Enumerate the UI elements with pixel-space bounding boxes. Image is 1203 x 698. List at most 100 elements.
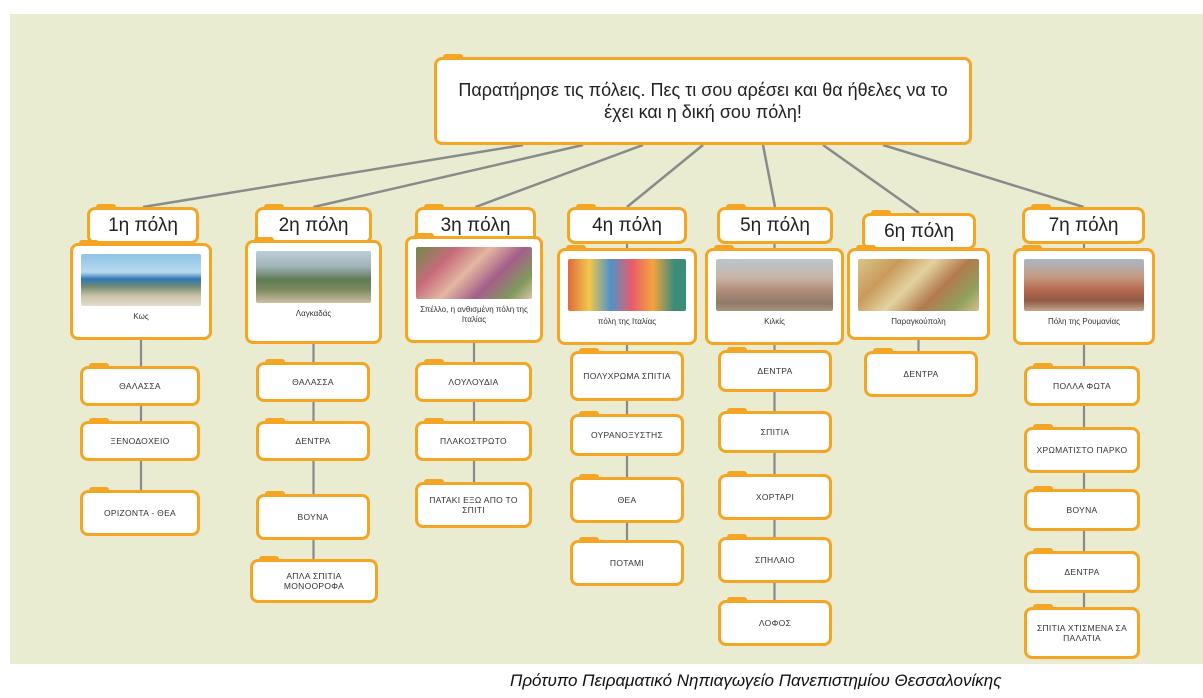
root-text: Παρατήρησε τις πόλεις. Πες τι σου αρέσει…	[458, 80, 948, 122]
city-photo	[256, 251, 371, 303]
node-tag	[259, 556, 279, 562]
feature-node[interactable]: ΣΠΙΤΙΑ	[718, 408, 832, 453]
feature-label: ΔΕΝΤΡΑ	[757, 366, 793, 376]
node-tag	[264, 204, 284, 210]
city-header-7[interactable]: 7η πόλη	[1022, 204, 1145, 244]
feature-label: ΣΠΙΤΙΑ ΧΤΙΣΜΕΝΑ ΣΑ ΠΑΛΑΤΙΑ	[1036, 623, 1128, 643]
feature-label: ΒΟΥΝΑ	[297, 512, 329, 522]
feature-label: ΔΕΝΤΡΑ	[295, 436, 331, 446]
footer-credit: Πρότυπο Πειραματικό Νηπιαγωγείο Πανεπιστ…	[510, 671, 1002, 690]
city-title: 3η πόλη	[440, 214, 511, 236]
node-tag	[871, 210, 891, 216]
node-tag	[1033, 604, 1053, 610]
city-photo	[716, 259, 833, 311]
feature-label: ΘΕΑ	[617, 495, 637, 505]
city-photo	[416, 247, 532, 299]
feature-label: ΧΟΡΤΑΡΙ	[755, 492, 795, 502]
node-tag	[89, 418, 109, 424]
node-tag	[96, 204, 116, 210]
city-card-7[interactable]: Πόλη της Ρουμανίας	[1013, 245, 1155, 345]
city-caption: Λαγκαδάς	[295, 309, 332, 318]
feature-node[interactable]: ΛΟΦΟΣ	[718, 597, 832, 646]
city-card-3[interactable]: Σπέλλο, η ανθισμένη πόλη της Ιταλίας	[405, 233, 543, 343]
feature-label: ΛΟΥΛΟΥΔΙΑ	[448, 377, 499, 387]
feature-label: ΞΕΝΟΔΟΧΕΙΟ	[110, 436, 170, 446]
city-header-5[interactable]: 5η πόλη	[717, 204, 833, 244]
root-node[interactable]: Παρατήρησε τις πόλεις. Πες τι σου αρέσει…	[434, 54, 972, 145]
city-header-2[interactable]: 2η πόλη	[255, 204, 372, 244]
city-header-4[interactable]: 4η πόλη	[567, 204, 687, 244]
feature-label: ΑΠΛΑ ΣΠΙΤΙΑ ΜΟΝΟΟΡΟΦΑ	[283, 571, 345, 591]
city-title: 4η πόλη	[592, 214, 662, 236]
node-tag	[727, 471, 747, 477]
city-title: 5η πόλη	[740, 214, 810, 236]
feature-node[interactable]: ΔΕΝΤΡΑ	[1024, 548, 1140, 593]
node-tag	[424, 359, 444, 365]
node-tag	[424, 479, 444, 485]
city-photo	[81, 254, 201, 306]
feature-node[interactable]: ΒΟΥΝΑ	[1024, 486, 1140, 531]
city-card-4[interactable]: πόλη της Ιταλίας	[557, 245, 697, 345]
node-tag	[254, 237, 274, 243]
node-tag	[579, 348, 599, 354]
node-tag	[424, 418, 444, 424]
feature-label: ΟΥΡΑΝΟΞΥΣΤΗΣ	[590, 430, 664, 440]
city-card-1[interactable]: Κως	[70, 240, 212, 340]
feature-node[interactable]: ΠΟΛΥΧΡΩΜΑ ΣΠΙΤΙΑ	[570, 348, 684, 401]
feature-label: ΠΟΛΥΧΡΩΜΑ ΣΠΙΤΙΑ	[583, 371, 671, 381]
city-header-6[interactable]: 6η πόλη	[862, 210, 976, 250]
feature-node[interactable]: ΑΠΛΑ ΣΠΙΤΙΑ ΜΟΝΟΟΡΟΦΑ	[250, 556, 378, 603]
city-caption: πόλη της Ιταλίας	[597, 317, 657, 326]
node-tag	[579, 537, 599, 543]
city-title: 6η πόλη	[884, 220, 954, 242]
feature-label: ΛΟΦΟΣ	[758, 618, 792, 628]
city-header-1[interactable]: 1η πόλη	[87, 204, 199, 244]
city-photo	[568, 259, 686, 311]
feature-label: ΟΡΙΖΟΝΤΑ - ΘΕΑ	[103, 508, 177, 518]
feature-node[interactable]: ΘΕΑ	[570, 474, 684, 523]
feature-label: ΠΟΛΛΑ ΦΩΤΑ	[1053, 381, 1111, 391]
feature-node[interactable]: ΔΕΝΤΡΑ	[718, 347, 832, 392]
feature-node[interactable]: ΘΑΛΑΣΣΑ	[256, 359, 370, 402]
feature-node[interactable]: ΠΟΤΑΜΙ	[570, 537, 684, 586]
connector-line	[475, 143, 644, 209]
feature-node[interactable]: ΔΕΝΤΡΑ	[256, 418, 370, 461]
feature-node[interactable]: ΟΥΡΑΝΟΞΥΣΤΗΣ	[570, 411, 684, 456]
city-caption: Πόλη της Ρουμανίας	[1047, 317, 1121, 326]
connector-line	[313, 143, 584, 209]
feature-label: ΣΠΗΛΑΙΟ	[755, 555, 795, 565]
feature-node[interactable]: ΠΛΑΚΟΣΤΡΩΤΟ	[415, 418, 532, 461]
feature-label: ΠΟΤΑΜΙ	[609, 558, 645, 568]
feature-label: ΔΕΝΤΡΑ	[1064, 567, 1100, 577]
node-tag	[579, 474, 599, 480]
node-tag	[856, 245, 876, 251]
node-tag	[1022, 245, 1042, 251]
connector-line	[761, 144, 777, 208]
city-card-5[interactable]: Κιλκίς	[705, 245, 844, 345]
feature-node[interactable]: ΧΟΡΤΑΡΙ	[718, 471, 832, 520]
feature-node[interactable]: ΣΠΙΤΙΑ ΧΤΙΣΜΕΝΑ ΣΑ ΠΑΛΑΤΙΑ	[1024, 604, 1140, 659]
node-tag	[714, 245, 734, 251]
feature-node[interactable]: ΘΑΛΑΣΣΑ	[80, 363, 200, 406]
city-card-6[interactable]: Παραγκούπολη	[847, 245, 990, 340]
feature-node[interactable]: ΒΟΥΝΑ	[256, 491, 370, 540]
city-photo	[858, 259, 979, 311]
city-card-2[interactable]: Λαγκαδάς	[245, 237, 382, 344]
node-tag	[727, 534, 747, 540]
feature-node[interactable]: ΟΡΙΖΟΝΤΑ - ΘΕΑ	[80, 487, 200, 536]
node-tag	[1033, 548, 1053, 554]
feature-node[interactable]: ΠΟΛΛΑ ΦΩΤΑ	[1024, 363, 1140, 406]
feature-node[interactable]: ΔΕΝΤΡΑ	[864, 348, 978, 397]
connector-line	[822, 143, 920, 215]
city-caption: Κως	[133, 312, 149, 321]
node-tag	[566, 245, 586, 251]
feature-node[interactable]: ΞΕΝΟΔΟΧΕΙΟ	[80, 418, 200, 461]
feature-node[interactable]: ΧΡΩΜΑΤΙΣΤΟ ΠΑΡΚΟ	[1024, 424, 1140, 473]
feature-node[interactable]: ΣΠΗΛΑΙΟ	[718, 534, 832, 583]
feature-node[interactable]: ΛΟΥΛΟΥΔΙΑ	[415, 359, 532, 402]
feature-node[interactable]: ΠΑΤΑΚΙ ΕΞΩ ΑΠΟ ΤΟ ΣΠΙΤΙ	[415, 479, 532, 528]
node-tag	[414, 233, 434, 239]
node-tag	[727, 408, 747, 414]
node-tag	[1033, 424, 1053, 430]
feature-label: ΠΑΤΑΚΙ ΕΞΩ ΑΠΟ ΤΟ ΣΠΙΤΙ	[429, 495, 518, 515]
